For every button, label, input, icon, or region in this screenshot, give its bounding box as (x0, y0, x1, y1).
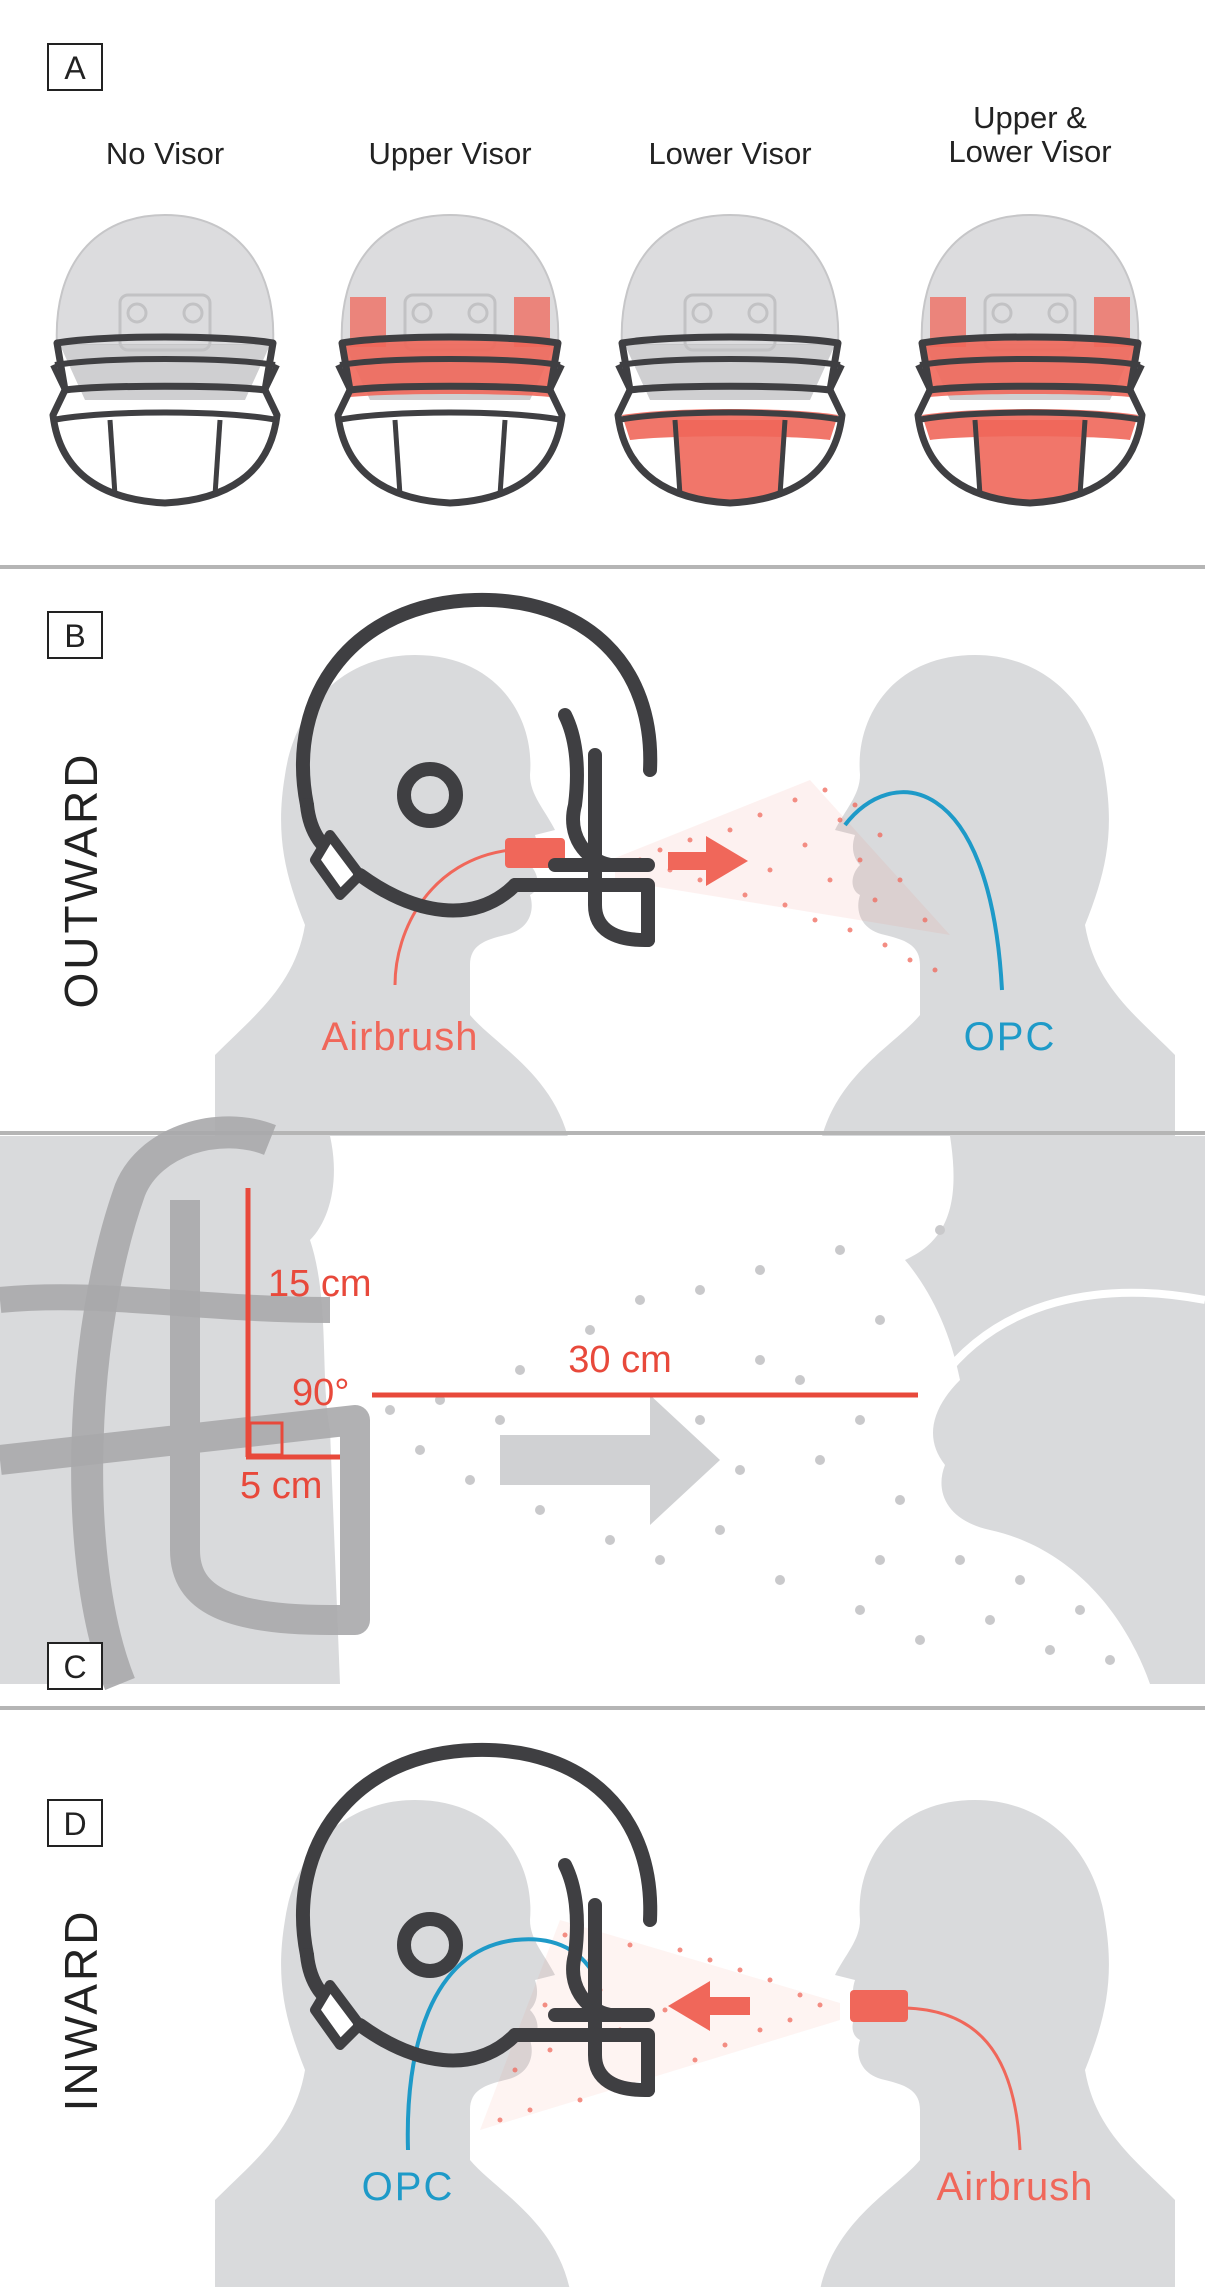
closeup-arrow (500, 1395, 720, 1525)
panel-a-label: A (64, 50, 86, 86)
panel-a: A No Visor Upper Visor Lower Visor Upper… (47, 43, 1142, 503)
opc-label-b: OPC (964, 1015, 1057, 1059)
airbrush-label-b: Airbrush (322, 1015, 479, 1059)
visor-title-upper-visor: Upper Visor (368, 136, 531, 171)
closeup-helmet-shell (71, 1116, 276, 1690)
closeup-face-right (905, 1136, 1205, 1684)
panel-c: 15 cm 90° 30 cm 5 cm C (0, 1116, 1205, 1690)
airbrush-label-d: Airbrush (937, 2165, 1094, 2209)
panel-c-label: C (63, 1649, 86, 1685)
source-silhouette-d (820, 1800, 1175, 2287)
angle-label: 90° (292, 1372, 349, 1414)
visor-title-both-line1: Upper & (973, 100, 1087, 135)
panel-c-label-box (47, 1642, 103, 1690)
inward-arrow (668, 1981, 750, 2031)
helmet-upper-lower-visor (918, 213, 1142, 503)
panel-b-label-box (47, 611, 103, 659)
panel-d-label-box (47, 1799, 103, 1847)
right-angle-marker (248, 1421, 284, 1457)
opc-tube-b (843, 790, 1004, 991)
visor-title-both-line2: Lower Visor (948, 134, 1111, 169)
airbrush-d (850, 1990, 1022, 2151)
closeup-facemask (0, 1200, 370, 1635)
inward-label: INWARD (55, 1909, 107, 2112)
panel-a-label-box (47, 43, 103, 91)
outward-label: OUTWARD (55, 752, 107, 1009)
helmet-upper-visor (338, 213, 562, 503)
height-label: 15 cm (268, 1263, 371, 1305)
panel-d-label: D (63, 1806, 86, 1842)
width-label: 5 cm (240, 1465, 322, 1507)
helmet-no-visor (53, 213, 277, 503)
panel-d: D INWARD OPC Airbrush (47, 1750, 1175, 2287)
helmet-lower-visor (618, 213, 842, 503)
outward-arrow (668, 836, 748, 886)
panel-b-label: B (64, 618, 85, 654)
distance-label: 30 cm (568, 1339, 671, 1381)
visor-title-no-visor: No Visor (106, 136, 224, 171)
panel-b: B OUTWARD Airbrush OPC (47, 600, 1175, 1145)
visor-title-lower-visor: Lower Visor (648, 136, 811, 171)
opc-label-d: OPC (362, 2165, 455, 2209)
